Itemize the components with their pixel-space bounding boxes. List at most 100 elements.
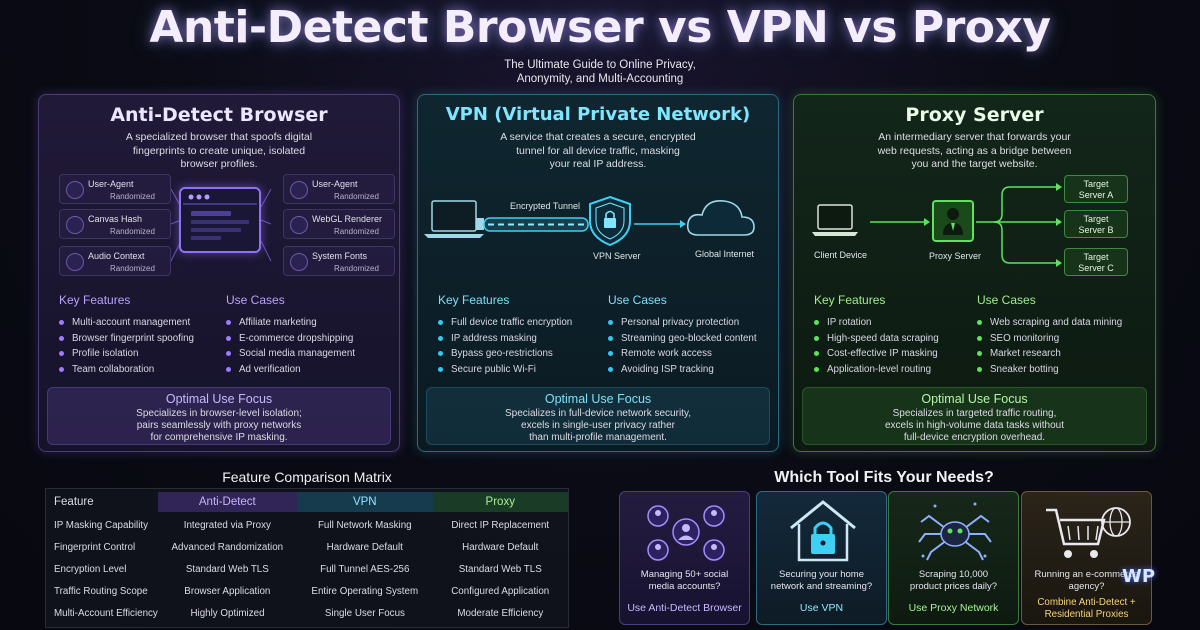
desc-line: A service that creates a secure, encrypt… <box>500 131 696 143</box>
chip-label: Canvas Hash <box>88 214 143 224</box>
use-case-text: Affiliate marketing <box>239 317 317 329</box>
card-question: Scraping 10,000 <box>918 569 989 580</box>
cloud-icon <box>686 199 755 236</box>
feature-item: High-speed data scraping <box>814 331 939 347</box>
header-cell: Anti-Detect <box>157 492 298 512</box>
internet-label: Global Internet <box>695 249 755 259</box>
users-network-icon <box>647 505 725 561</box>
focus-line: pairs seamlessly with proxy networks <box>136 420 302 431</box>
optimal-use-focus: Optimal Use Focus Specializes in targete… <box>802 387 1147 445</box>
use-case-text: Remote work access <box>621 348 712 360</box>
optimal-use-focus: Optimal Use Focus Specializes in full-de… <box>426 387 770 445</box>
chip-value: Randomized <box>334 264 379 273</box>
feature-item: Bypass geo-restrictions <box>438 346 572 362</box>
font-icon <box>290 253 308 271</box>
chip-label: User-Agent <box>88 179 134 189</box>
card-question: network and streaming? <box>770 580 873 592</box>
card-question: Securing your home <box>778 569 865 580</box>
desc-line: tunnel for all device traffic, masking <box>516 144 680 157</box>
feature-text: Cost-effective IP masking <box>827 348 938 360</box>
feature-text: Bypass geo-restrictions <box>451 348 553 360</box>
card-question: product prices daily? <box>909 580 998 592</box>
feature-item: IP address masking <box>438 331 572 347</box>
feature-text: Full device traffic encryption <box>451 317 573 329</box>
section-heading: Use Cases <box>977 293 1036 307</box>
chip-value: Randomized <box>334 192 379 201</box>
table-cell: Encryption Level <box>54 563 127 575</box>
feature-text: High-speed data scraping <box>827 332 939 344</box>
use-case-item: SEO monitoring <box>977 331 1122 347</box>
desc-line: fingerprints to create unique, isolated <box>132 144 306 157</box>
focus-line: excels in high-volume data tasks without <box>885 420 1064 431</box>
header-cell: Feature <box>54 496 94 508</box>
laptop-icon <box>424 200 484 238</box>
page-subtitle: The Ultimate Guide to Online Privacy, An… <box>0 58 1200 86</box>
card-answer: Use Anti-Detect Browser <box>627 602 742 614</box>
card-question: Running an e-commerce <box>1034 569 1139 580</box>
desc-line: you and the target website. <box>911 158 1038 170</box>
shield-lock-icon <box>589 195 631 247</box>
table-cell: Advanced Randomization <box>171 541 284 553</box>
focus-line: excels in single-user privacy rather <box>521 420 675 431</box>
card-answer: Use VPN <box>799 602 844 614</box>
table-cell: IP Masking Capability <box>54 519 149 531</box>
section-heading: Key Features <box>59 293 131 307</box>
chip-label: User-Agent <box>312 179 358 189</box>
focus-heading: Optimal Use Focus <box>165 392 273 406</box>
desc-line: your real IP address. <box>549 158 647 170</box>
browser-window-graphic <box>183 194 257 240</box>
card-answer: Combine Anti-Detect + <box>1037 597 1136 608</box>
card-question: agency? <box>1068 580 1105 592</box>
use-case-item: Social media management <box>226 346 355 362</box>
chip-label: System Fonts <box>312 251 368 261</box>
matrix-header-row: Feature Anti-Detect VPN Proxy <box>46 491 568 513</box>
table-cell: Standard Web TLS <box>185 563 269 575</box>
table-row: Encryption Level Standard Web TLS Full T… <box>46 558 568 580</box>
table-row: Multi-Account Efficiency Highly Optimize… <box>46 602 568 624</box>
desc-line: browser profiles. <box>180 158 258 170</box>
focus-line: Specializes in targeted traffic routing, <box>892 408 1057 419</box>
feature-item: Secure public Wi-Fi <box>438 362 572 378</box>
hash-icon <box>66 216 84 234</box>
target-label: Server C <box>1078 263 1114 273</box>
chip-label: WebGL Renderer <box>312 214 383 224</box>
feature-text: IP address masking <box>451 332 537 344</box>
table-cell: Browser Application <box>184 585 271 597</box>
feature-text: Browser fingerprint spoofing <box>72 332 194 344</box>
use-case-text: Personal privacy protection <box>621 317 740 329</box>
feature-item: Multi-account management <box>59 315 194 331</box>
table-cell: Full Network Masking <box>317 519 412 531</box>
audio-icon <box>66 253 84 271</box>
matrix-title: Feature Comparison Matrix <box>222 469 392 485</box>
vpn-server-label: VPN Server <box>593 251 641 261</box>
feature-item: IP rotation <box>814 315 939 331</box>
use-case-item: Avoiding ISP tracking <box>608 362 757 378</box>
client-device-label: Client Device <box>814 250 868 260</box>
table-cell: Integrated via Proxy <box>183 519 271 531</box>
table-cell: Traffic Routing Scope <box>54 585 148 597</box>
feature-text: Multi-account management <box>72 317 191 329</box>
focus-line: Specializes in browser-level isolation; <box>136 408 302 419</box>
panel-description: A specialized browser that spoofs digita… <box>39 131 399 172</box>
panel-description: An intermediary server that forwards you… <box>794 131 1155 172</box>
comparison-matrix: Feature Anti-Detect VPN Proxy IP Masking… <box>45 488 569 628</box>
feature-text: Team collaboration <box>72 363 155 375</box>
table-cell: Hardware Default <box>326 541 403 553</box>
panel-title: VPN (Virtual Private Network) <box>445 104 751 125</box>
feature-text: Application-level routing <box>827 363 932 375</box>
focus-line: than multi-profile management. <box>529 432 667 443</box>
table-row: Traffic Routing Scope Browser Applicatio… <box>46 580 568 602</box>
use-cases: Use Cases Web scraping and data mining S… <box>977 293 1122 377</box>
target-label: Server B <box>1078 225 1114 235</box>
card-answer: Residential Proxies <box>1044 609 1129 620</box>
use-case-text: Web scraping and data mining <box>990 317 1123 329</box>
card-question: media accounts? <box>648 580 721 592</box>
table-row: Fingerprint Control Advanced Randomizati… <box>46 536 568 558</box>
desc-line: An intermediary server that forwards you… <box>878 131 1071 143</box>
